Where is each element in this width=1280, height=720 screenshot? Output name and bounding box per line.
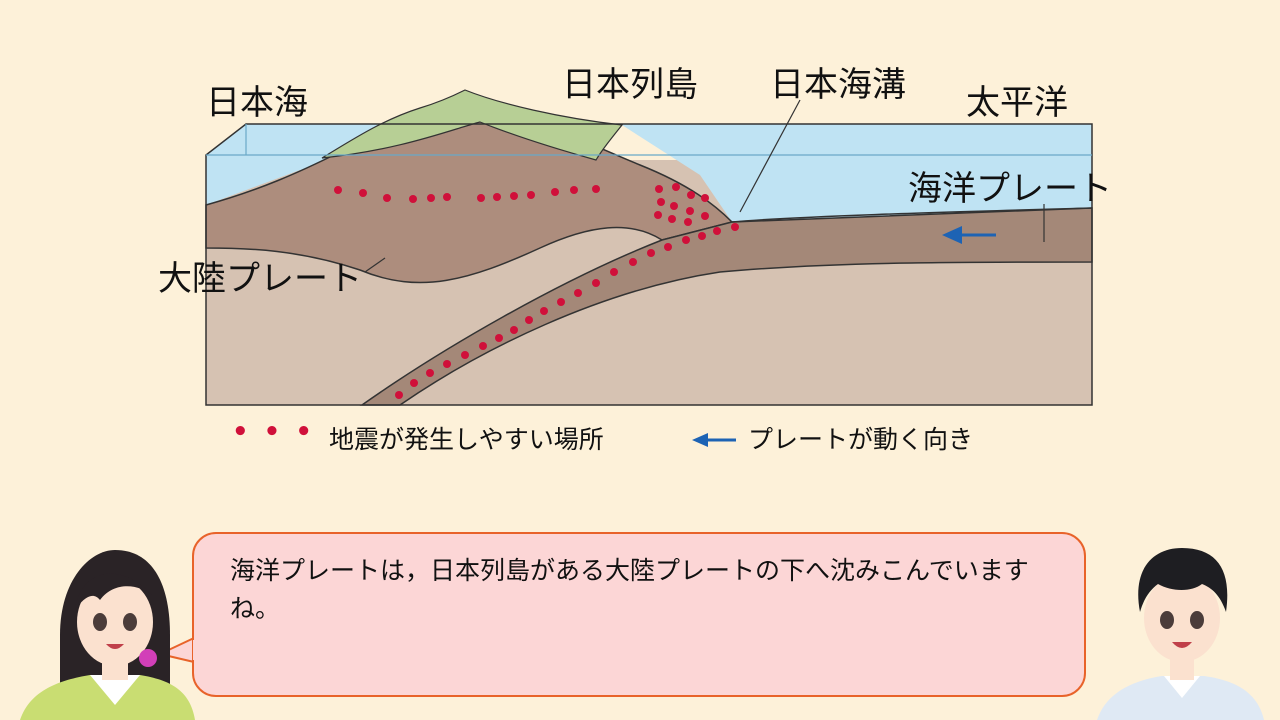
earthquake-dot [570, 186, 578, 194]
earthquake-dot [461, 351, 469, 359]
earthquake-dot [655, 185, 663, 193]
legend-plate-motion: プレートが動く向き [692, 420, 973, 456]
earthquake-dot [443, 193, 451, 201]
label-pacific: 太平洋 [966, 83, 1068, 123]
speech-bubble: 海洋プレートは，日本列島がある大陸プレートの下へ沈みこんでいますね。 [192, 532, 1086, 697]
earthquake-dot [664, 243, 672, 251]
earthquake-dot [682, 236, 690, 244]
label-japan-islands: 日本列島 [562, 65, 698, 105]
earthquake-dot [731, 223, 739, 231]
earthquake-dot [409, 195, 417, 203]
earthquake-dot [495, 334, 503, 342]
earthquake-dot [657, 198, 665, 206]
earthquake-dot [701, 194, 709, 202]
earthquake-dot [551, 188, 559, 196]
earthquake-dot [574, 289, 582, 297]
dialogue-text: 海洋プレートは，日本列島がある大陸プレートの下へ沈みこんでいますね。 [230, 556, 1029, 623]
earthquake-dot [359, 189, 367, 197]
earthquake-dot [427, 194, 435, 202]
legend-earthquake: • • • 地震が発生しやすい場所 [232, 417, 604, 456]
earthquake-dot [443, 360, 451, 368]
earthquake-dot [557, 298, 565, 306]
legend-plate-motion-label: プレートが動く向き [748, 425, 974, 454]
label-oceanic-plate: 海洋プレート [908, 169, 1112, 209]
boy-character-avatar [1097, 548, 1264, 720]
label-japan-trench: 日本海溝 [770, 65, 906, 105]
earthquake-dot [672, 183, 680, 191]
earthquake-dot [479, 342, 487, 350]
earthquake-dot [592, 185, 600, 193]
earthquake-dot [670, 202, 678, 210]
earthquake-dot [698, 232, 706, 240]
red-dot-icon: • • • [232, 417, 315, 447]
earthquake-dot [610, 268, 618, 276]
earthquake-dot [410, 379, 418, 387]
earthquake-dot [334, 186, 342, 194]
earthquake-dot [687, 191, 695, 199]
earthquake-dot [510, 326, 518, 334]
earthquake-dot [426, 369, 434, 377]
label-continental-plate: 大陸プレート [158, 259, 362, 299]
earthquake-dot [713, 227, 721, 235]
earthquake-dot [684, 218, 692, 226]
girl-character-avatar [20, 550, 195, 720]
earthquake-dot [395, 391, 403, 399]
earthquake-zones [334, 183, 739, 399]
diagram-frame [205, 123, 1093, 406]
earthquake-dot [686, 207, 694, 215]
earthquake-dot [525, 316, 533, 324]
trench-leader-line [739, 99, 801, 213]
left-arrow-icon [692, 424, 738, 453]
earthquake-dot [647, 249, 655, 257]
label-sea-of-japan: 日本海 [206, 83, 308, 123]
earthquake-dot [477, 194, 485, 202]
earthquake-dot [701, 212, 709, 220]
earthquake-dot [510, 192, 518, 200]
earthquake-dot [540, 307, 548, 315]
earthquake-dot [383, 194, 391, 202]
earthquake-dot [527, 191, 535, 199]
earthquake-dot [592, 279, 600, 287]
earthquake-dot [629, 258, 637, 266]
earthquake-dot [493, 193, 501, 201]
oceanic-plate [359, 207, 1093, 406]
plate-motion-arrow [942, 226, 996, 244]
earthquake-dot [654, 211, 662, 219]
earthquake-dot [668, 215, 676, 223]
legend-earthquake-label: 地震が発生しやすい場所 [328, 425, 604, 454]
